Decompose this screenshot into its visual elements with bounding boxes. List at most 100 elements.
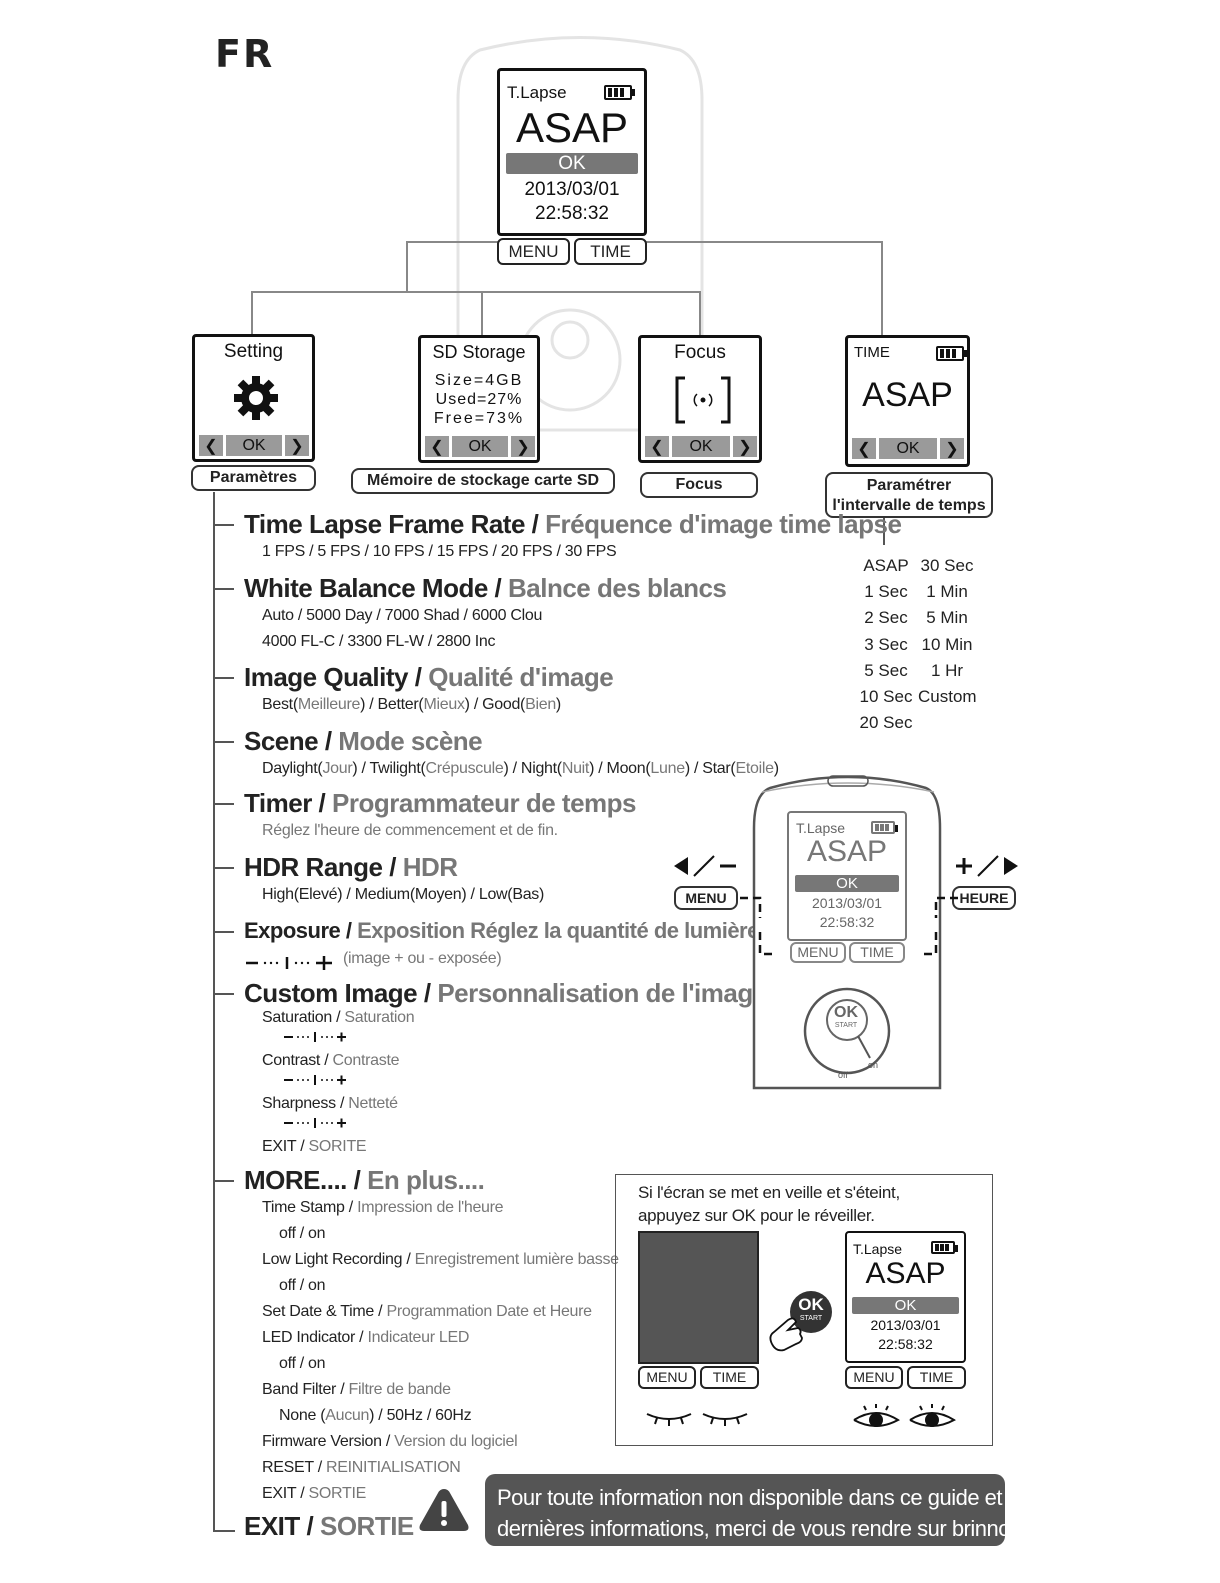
menu-fr: Balnce des blancs <box>508 573 727 603</box>
led-options: off / on <box>279 1355 326 1372</box>
setting-ok-button[interactable]: OK <box>226 435 282 456</box>
menu-item-exposure: Exposure / Exposition Réglez la quantité… <box>244 918 759 944</box>
setting-title: Setting <box>223 341 284 362</box>
interval-item: 10 Sec <box>859 687 913 707</box>
menu-item-exit: EXIT / SORTIE <box>244 1511 414 1542</box>
chevron-left-icon[interactable]: ❮ <box>425 436 449 457</box>
battery-icon <box>871 821 898 834</box>
menu-dash <box>214 803 234 805</box>
time-screen-title: TIME <box>854 344 890 361</box>
menu-fr: Fréquence d'image time lapse <box>545 509 902 539</box>
time-display: 22:58:32 <box>535 203 609 224</box>
custom-saturation: Saturation / Saturation <box>262 1009 415 1026</box>
menu-fr: Exposition Réglez la quantité de lumière <box>357 918 759 943</box>
custom-sharpness: Sharpness / Netteté <box>262 1095 398 1112</box>
more-low-light: Low Light Recording / Enregistrement lum… <box>262 1251 619 1268</box>
sd-ok-button[interactable]: OK <box>452 436 508 457</box>
menu-en: EXIT / <box>244 1511 314 1541</box>
time-button[interactable]: TIME <box>574 238 647 265</box>
device2-start-text: START <box>834 1022 858 1029</box>
awake-ok-bar[interactable]: OK <box>852 1297 959 1314</box>
setting-nav: ❮ OK ❯ <box>199 435 309 456</box>
menu-item-image-quality: Image Quality / Qualité d'image <box>244 662 614 693</box>
chevron-left-icon[interactable]: ❮ <box>199 435 223 456</box>
notice-line2: dernières informations, merci de vous re… <box>497 1516 1137 1541</box>
chevron-right-icon[interactable]: ❯ <box>733 436 757 457</box>
interval-item: ASAP <box>863 556 909 575</box>
chevron-right-icon[interactable]: ❯ <box>940 438 964 459</box>
focus-title: Focus <box>674 342 726 363</box>
contrast-scale-icon <box>284 1075 346 1085</box>
battery-icon <box>931 1241 958 1254</box>
menu-item-timer: Timer / Programmateur de temps <box>244 788 636 819</box>
interval-item: 5 Sec <box>864 660 908 680</box>
quality-options: Best(Meilleure) / Better(Mieux) / Good(B… <box>262 696 561 713</box>
device2-value: ASAP <box>806 835 888 868</box>
device2-menu-button[interactable]: MENU <box>790 942 846 963</box>
sleep-menu-button[interactable]: MENU <box>638 1366 696 1389</box>
menu-en: Timer / <box>244 788 326 818</box>
time-ok-button[interactable]: OK <box>879 438 937 459</box>
chevron-left-icon[interactable]: ❮ <box>645 436 669 457</box>
wake-ok-text: OK <box>798 1295 824 1314</box>
menu-fr: En plus.... <box>367 1165 485 1195</box>
band-filter-options: None (Aucun) / 50Hz / 60Hz <box>279 1407 472 1424</box>
focus-ok-button[interactable]: OK <box>672 436 730 457</box>
more-timestamp: Time Stamp / Impression de l'heure <box>262 1199 504 1216</box>
interval-list-right: 30 Sec 1 Min 5 Min 10 Min 1 Hr Custom <box>918 553 977 710</box>
interval-item: 3 Sec <box>864 634 908 654</box>
awake-date: 2013/03/01 <box>870 1317 941 1333</box>
chevron-right-icon[interactable]: ❯ <box>285 435 309 456</box>
chevron-right-icon[interactable]: ❯ <box>511 436 535 457</box>
menu-fr: Personnalisation de l'image <box>437 978 767 1008</box>
interval-item: 30 Sec <box>920 556 974 575</box>
awake-menu-button[interactable]: MENU <box>845 1366 903 1389</box>
left-minus-icon <box>674 855 736 877</box>
time-nav: ❮ OK ❯ <box>852 438 964 459</box>
menu-en: White Balance Mode / <box>244 573 502 603</box>
timer-desc: Réglez l'heure de commencement et de fin… <box>262 822 558 839</box>
menu-dash <box>214 931 234 933</box>
wake-ok-button[interactable]: OK START <box>790 1291 832 1333</box>
menu-button[interactable]: MENU <box>497 238 570 265</box>
menu-item-scene: Scene / Mode scène <box>244 726 483 757</box>
sd-nav: ❮ OK ❯ <box>425 436 535 457</box>
ok-bar[interactable]: OK <box>506 153 638 174</box>
hdr-options: High(Elevé) / Medium(Moyen) / Low(Bas) <box>262 886 545 903</box>
sleep-time-button[interactable]: TIME <box>700 1366 759 1389</box>
interval-list-left: ASAP 1 Sec 2 Sec 3 Sec 5 Sec 10 Sec 20 S… <box>858 553 914 736</box>
exposure-desc: (image + ou - exposée) <box>343 950 502 967</box>
language-code: FR <box>215 32 275 76</box>
frame-rate-options: 1 FPS / 5 FPS / 10 FPS / 15 FPS / 20 FPS… <box>262 543 617 560</box>
menu-en: Exposure / <box>244 918 352 943</box>
interval-item: 1 Min <box>926 582 968 602</box>
menu-dash <box>214 524 234 526</box>
notice-line1: Pour toute information non disponible da… <box>497 1485 1105 1510</box>
device2-ok-button[interactable]: OK START <box>829 1004 863 1034</box>
chevron-left-icon[interactable]: ❮ <box>852 438 876 459</box>
device2-ok-bar[interactable]: OK <box>795 875 899 892</box>
awake-screen: T.Lapse ASAP OK 2013/03/01 22:58:32 <box>845 1231 966 1363</box>
battery-icon <box>604 85 635 100</box>
more-band-filter: Band Filter / Filtre de bande <box>262 1381 451 1398</box>
sd-size: Size=4GB <box>434 372 524 389</box>
menu-fr: Qualité d'image <box>428 662 614 692</box>
main-screen: T.Lapse ASAP OK 2013/03/01 22:58:32 <box>497 68 647 236</box>
scene-options: Daylight(Jour) / Twilight(Crépuscule) / … <box>262 760 779 777</box>
focus-bracket-icon <box>675 376 731 424</box>
awake-value: ASAP <box>865 1257 946 1290</box>
interval-item: 10 Min <box>921 634 973 654</box>
menu-en: HDR Range / <box>244 852 396 882</box>
menu-item-more: MORE.... / En plus.... <box>244 1165 485 1196</box>
more-firmware: Firmware Version / Version du logiciel <box>262 1433 518 1450</box>
sd-storage-screen: SD Storage Size=4GB Used=27% Free=73% ❮ … <box>418 335 540 463</box>
sd-free: Free=73% <box>433 410 525 427</box>
device2-time-button[interactable]: TIME <box>849 942 905 963</box>
support-notice: Pour toute information non disponible da… <box>485 1474 1137 1546</box>
wake-text-line1: Si l'écran se met en veille et s'éteint, <box>638 1183 900 1202</box>
sd-used: Used=27% <box>435 391 523 408</box>
awake-time-button[interactable]: TIME <box>907 1366 966 1389</box>
device2-date: 2013/03/01 <box>811 895 883 911</box>
menu-en: Custom Image / <box>244 978 431 1008</box>
wake-text-line2: appuyez sur OK pour le réveiller. <box>638 1206 875 1225</box>
